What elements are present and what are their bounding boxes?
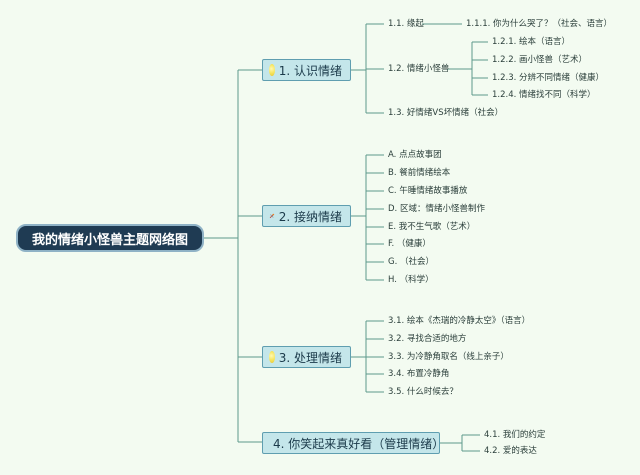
subtopic-1-2-3[interactable]: 1.2.3. 分辨不同情绪（健康）	[492, 73, 605, 83]
subtopic-4-1[interactable]: 4.1. 我们的约定	[484, 430, 546, 440]
branch-3-topic[interactable]: 3. 处理情绪	[262, 346, 351, 368]
subtopic-1-1-1[interactable]: 1.1.1. 你为什么哭了？（社会、语言）	[466, 19, 613, 29]
subtopic-3-3[interactable]: 3.3. 为冷静角取名（线上亲子）	[388, 352, 509, 362]
subtopic-2-a[interactable]: A. 点点故事团	[388, 150, 442, 160]
subtopic-1-3[interactable]: 1.3. 好情绪VS坏情绪（社会）	[388, 108, 504, 118]
lightbulb-icon	[269, 64, 275, 76]
subtopic-1-2[interactable]: 1.2. 情绪小怪兽	[388, 64, 450, 74]
branch-2-label: 2. 接纳情绪	[278, 209, 342, 224]
branch-1-topic[interactable]: 1. 认识情绪	[262, 59, 351, 81]
subtopic-2-d[interactable]: D. 区域：情绪小怪兽制作	[388, 204, 485, 214]
tools-icon	[269, 213, 275, 219]
subtopic-2-g[interactable]: G. （社会）	[388, 257, 434, 267]
branch-1-label: 1. 认识情绪	[278, 63, 342, 78]
subtopic-2-e[interactable]: E. 我不生气歌（艺术）	[388, 222, 476, 232]
subtopic-2-f[interactable]: F. （健康）	[388, 239, 431, 249]
root-topic-label: 我的情绪小怪兽主题网络图	[31, 232, 188, 248]
branch-3-label: 3. 处理情绪	[278, 350, 342, 365]
subtopic-3-2[interactable]: 3.2. 寻找合适的地方	[388, 334, 467, 344]
subtopic-4-2[interactable]: 4.2. 爱的表达	[484, 446, 537, 456]
subtopic-3-4[interactable]: 3.4. 布置冷静角	[388, 369, 450, 379]
branch-4-label: 4. 你笑起来真好看（管理情绪）	[273, 436, 445, 451]
subtopic-3-5[interactable]: 3.5. 什么时候去？	[388, 387, 458, 397]
branch-2-topic[interactable]: 2. 接纳情绪	[262, 205, 351, 227]
subtopic-2-h[interactable]: H. （科学）	[388, 275, 434, 285]
subtopic-1-1[interactable]: 1.1. 缘起	[388, 19, 424, 29]
subtopic-2-c[interactable]: C. 午睡情绪故事播放	[388, 186, 468, 196]
lightbulb-icon	[269, 351, 275, 363]
subtopic-1-2-2[interactable]: 1.2.2. 画小怪兽（艺术）	[492, 55, 588, 65]
subtopic-1-2-4[interactable]: 1.2.4. 情绪找不同（科学）	[492, 90, 596, 100]
subtopic-3-1[interactable]: 3.1. 绘本《杰瑞的冷静太空》（语言）	[388, 316, 531, 326]
subtopic-1-2-1[interactable]: 1.2.1. 绘本（语言）	[492, 37, 571, 47]
branch-4-topic[interactable]: 4. 你笑起来真好看（管理情绪）	[262, 432, 444, 454]
root-topic[interactable]: 我的情绪小怪兽主题网络图	[16, 224, 204, 252]
subtopic-2-b[interactable]: B. 餐前情绪绘本	[388, 168, 451, 178]
